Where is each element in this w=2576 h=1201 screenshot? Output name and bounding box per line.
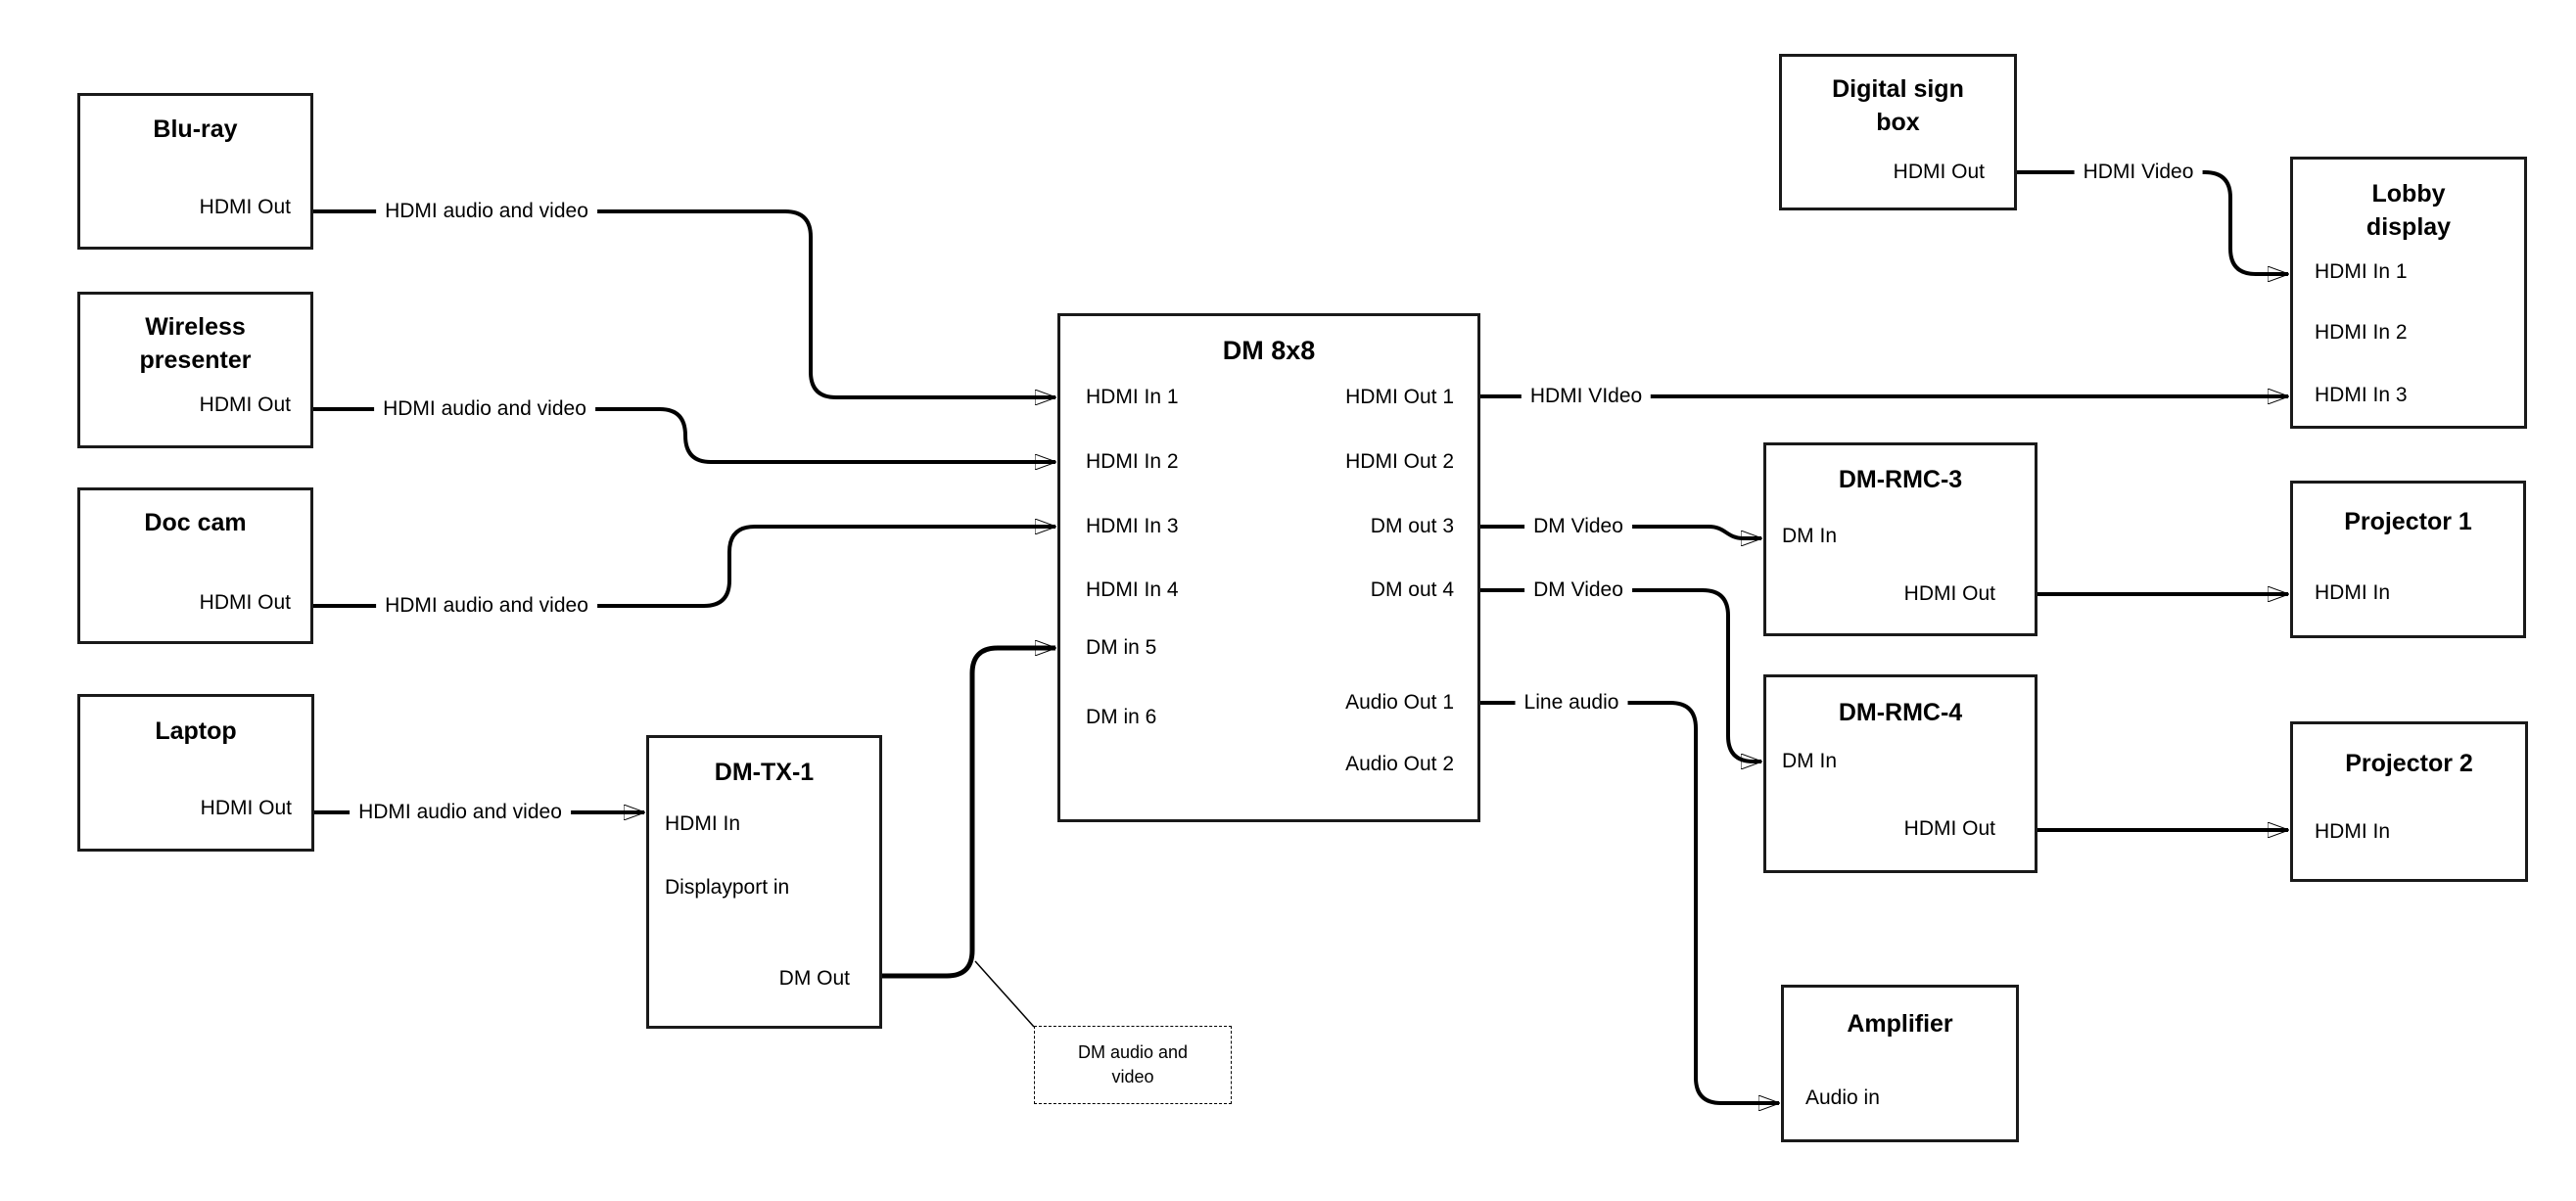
node-title-line: Blu-ray xyxy=(153,115,238,143)
node-projector-2[interactable]: Projector 2 HDMI In xyxy=(2290,721,2528,882)
connector-dm8x8-audio-out-1-to-amplifier xyxy=(1480,701,1779,1103)
edge-label: HDMI audio and video xyxy=(374,396,595,422)
note-dm-audio-and-video: DM audio and video xyxy=(1034,1026,1232,1104)
port-label: DM Out xyxy=(778,967,850,990)
node-title: Wireless presenter xyxy=(80,310,310,377)
port-label: HDMI In 3 xyxy=(1086,515,1179,537)
edge-label: DM Video xyxy=(1524,514,1632,539)
port-label: DM In xyxy=(1782,525,1838,547)
node-title: Digital sign box xyxy=(1782,72,2014,139)
port-label: DM in 6 xyxy=(1086,706,1157,728)
port-label: Audio in xyxy=(1805,1086,1880,1109)
edge-label: Line audio xyxy=(1515,690,1628,716)
node-dm-rmc-3[interactable]: DM-RMC-3 DM In HDMI Out xyxy=(1763,442,2037,636)
note-callout-line xyxy=(974,960,1035,1028)
node-title-line: Lobby xyxy=(2371,180,2446,208)
edge-label: HDMI VIdeo xyxy=(1521,384,1652,409)
port-label: Displayport in xyxy=(665,876,790,899)
connector-dm8x8-dm-out-3-to-dm-rmc-3 xyxy=(1480,525,1761,538)
node-title: Doc cam xyxy=(80,506,310,539)
edge-label: HDMI audio and video xyxy=(350,800,571,825)
connector-doc-cam-to-dm8x8-hdmi-in-3 xyxy=(313,527,1055,608)
port-label: HDMI In 4 xyxy=(1086,578,1179,601)
port-label: HDMI In xyxy=(2315,820,2391,843)
port-label: HDMI Out xyxy=(199,196,291,218)
connector-dm-tx-1-dm-out-to-dm8x8-dm-in-5 xyxy=(882,648,1055,979)
node-title: DM-TX-1 xyxy=(649,756,879,789)
port-label: Audio Out 1 xyxy=(1345,691,1454,714)
port-label: HDMI In 2 xyxy=(2315,321,2408,344)
node-title: DM-RMC-3 xyxy=(1766,463,2035,496)
node-title: Laptop xyxy=(80,715,311,748)
port-label: Audio Out 2 xyxy=(1345,753,1454,775)
node-title-line: Projector 2 xyxy=(2345,750,2473,777)
port-label: DM in 5 xyxy=(1086,636,1157,659)
node-title-line: DM 8x8 xyxy=(1222,336,1316,365)
node-dm-rmc-4[interactable]: DM-RMC-4 DM In HDMI Out xyxy=(1763,674,2037,873)
node-title-line: display xyxy=(2365,213,2452,241)
port-label: HDMI In xyxy=(2315,581,2391,604)
connector-digital-sign-to-lobby-display-hdmi-in-1 xyxy=(2017,170,2288,274)
port-label: DM In xyxy=(1782,750,1838,772)
port-label: HDMI Out xyxy=(199,591,291,614)
port-label: DM out 3 xyxy=(1370,515,1454,537)
node-title-line: Projector 1 xyxy=(2344,508,2472,535)
edge-label: DM Video xyxy=(1524,577,1632,603)
node-title-line: DM-RMC-3 xyxy=(1838,466,1963,493)
port-label: HDMI In 1 xyxy=(1086,386,1179,408)
node-title: Lobby display xyxy=(2293,177,2524,244)
node-title: Amplifier xyxy=(1784,1007,2016,1040)
node-title-line: DM-RMC-4 xyxy=(1838,699,1963,726)
node-title-line: Laptop xyxy=(155,717,237,745)
node-title-line: Wireless xyxy=(145,313,246,341)
port-label: HDMI Out xyxy=(1893,161,1985,183)
node-title-line: Digital sign xyxy=(1832,75,1964,103)
node-title: DM-RMC-4 xyxy=(1766,696,2035,729)
node-title-line: DM-TX-1 xyxy=(714,759,815,786)
port-label: HDMI Out 1 xyxy=(1345,386,1454,408)
port-label: HDMI Out 2 xyxy=(1345,450,1454,473)
node-title-line: Doc cam xyxy=(144,509,247,536)
node-title-line: box xyxy=(1876,109,1920,136)
port-label: HDMI In 2 xyxy=(1086,450,1179,473)
node-title: Projector 1 xyxy=(2293,505,2523,538)
connector-dm8x8-dm-out-4-to-dm-rmc-4 xyxy=(1480,588,1761,762)
node-title: DM 8x8 xyxy=(1060,334,1477,367)
node-title-line: Amplifier xyxy=(1847,1010,1953,1038)
connector-bluray-to-dm8x8-hdmi-in-1 xyxy=(313,209,1055,397)
node-title: Blu-ray xyxy=(80,113,310,146)
port-label: DM out 4 xyxy=(1370,578,1454,601)
node-projector-1[interactable]: Projector 1 HDMI In xyxy=(2290,481,2526,638)
edge-label: HDMI audio and video xyxy=(376,199,597,224)
connector-wireless-presenter-to-dm8x8-hdmi-in-2 xyxy=(313,407,1055,462)
edge-label: HDMI audio and video xyxy=(376,593,597,619)
port-label: HDMI Out xyxy=(1903,582,1995,605)
port-label: HDMI In 1 xyxy=(2315,260,2408,283)
port-label: HDMI Out xyxy=(199,393,291,416)
port-label: HDMI In xyxy=(665,812,741,835)
node-title: Projector 2 xyxy=(2293,747,2525,780)
port-label: HDMI Out xyxy=(200,797,292,819)
node-title-line: presenter xyxy=(139,346,252,374)
edge-label: HDMI Video xyxy=(2074,160,2203,185)
port-label: HDMI Out xyxy=(1903,817,1995,840)
port-label: HDMI In 3 xyxy=(2315,384,2408,406)
